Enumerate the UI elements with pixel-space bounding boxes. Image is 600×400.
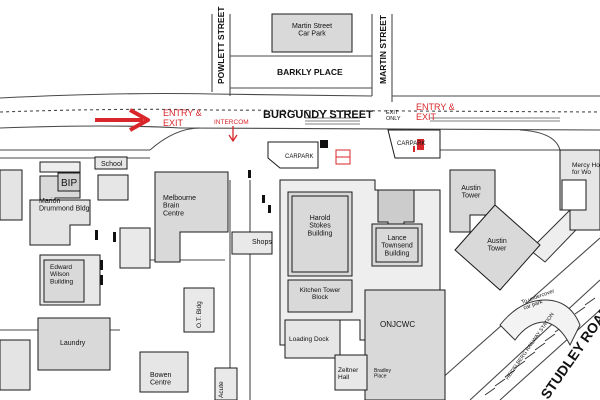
carpark-1-label: CARPARK [285, 154, 314, 160]
sw-block [0, 339, 31, 391]
bip-core [57, 172, 81, 192]
bowen-centre [139, 351, 189, 393]
roundabout-loop [499, 299, 581, 347]
carpark-2-label: CARPARK [397, 141, 426, 147]
martin-street-carpark [271, 13, 353, 53]
kitchen-tower-block [287, 279, 353, 313]
intercom-arrow-icon [228, 126, 238, 143]
acute-label: Acute [218, 381, 225, 398]
austin-tower-north [449, 169, 496, 233]
onjcwc-building [364, 289, 446, 400]
melbourne-brain-centre [154, 171, 229, 263]
burgundy-street-label: BURGUNDY STREET [263, 109, 373, 121]
barkly-place-label: BARKLY PLACE [277, 67, 343, 77]
loading-dock [284, 319, 341, 359]
powlett-street-label: POWLETT STREET [216, 6, 226, 84]
burgundy-street-north-edge [0, 92, 373, 99]
bip-label: BIP [61, 178, 77, 189]
rail-corridor-east [499, 309, 600, 400]
carpark-layer [267, 129, 441, 169]
red-arrow [95, 108, 150, 132]
east-driveway-curve [519, 129, 561, 151]
ot-building [183, 287, 215, 333]
lance-townsend-inner [375, 227, 419, 263]
median-hatch [305, 117, 560, 125]
carpark-1-area [267, 141, 319, 169]
ot-building-label: O.T. Bldg [196, 301, 203, 328]
edward-wilson-building [43, 259, 85, 303]
austin-tower-south [454, 204, 541, 291]
entry-exit-right-label: ENTRY &EXIT [416, 102, 455, 122]
burgundy-street-centerline [0, 108, 600, 113]
zeltner-hall [334, 354, 368, 391]
school-block [94, 156, 128, 170]
school-label: School [101, 161, 123, 168]
west-edge-block [0, 169, 23, 221]
annex-block [39, 161, 81, 173]
harold-stokes-building [287, 191, 353, 277]
shops-label: Shops [252, 239, 272, 246]
buildings-layer [0, 13, 600, 400]
laundry-label: Laundry [60, 340, 86, 347]
burgundy-street-south-edge-west [0, 125, 181, 129]
loading-dock-label: Loading Dock [289, 336, 329, 343]
red-entry-block [417, 139, 424, 150]
mercy-courtyard [561, 179, 587, 211]
west-driveway-curve [149, 127, 201, 151]
bollards [95, 140, 328, 285]
laundry [37, 317, 111, 371]
rail-corridor-west [469, 279, 600, 400]
martin-street-label: MARTIN STREET [378, 14, 388, 84]
small-annex [97, 174, 129, 201]
intercom-label: INTERCOM [214, 119, 249, 126]
lance-townsend-tower [377, 189, 415, 229]
entry-exit-left-label: ENTRY &EXIT [163, 108, 202, 128]
harold-stokes-inner [291, 195, 349, 273]
acute-block [214, 367, 238, 400]
trainer-block [119, 227, 151, 269]
marion-drummond-building [29, 199, 91, 246]
lance-townsend-building [371, 223, 423, 267]
carpark-2-area [387, 129, 441, 159]
onjcwc-label: ONJCWC [380, 320, 415, 329]
burgundy-street-south-edge [179, 127, 600, 131]
shops-block [231, 231, 273, 255]
